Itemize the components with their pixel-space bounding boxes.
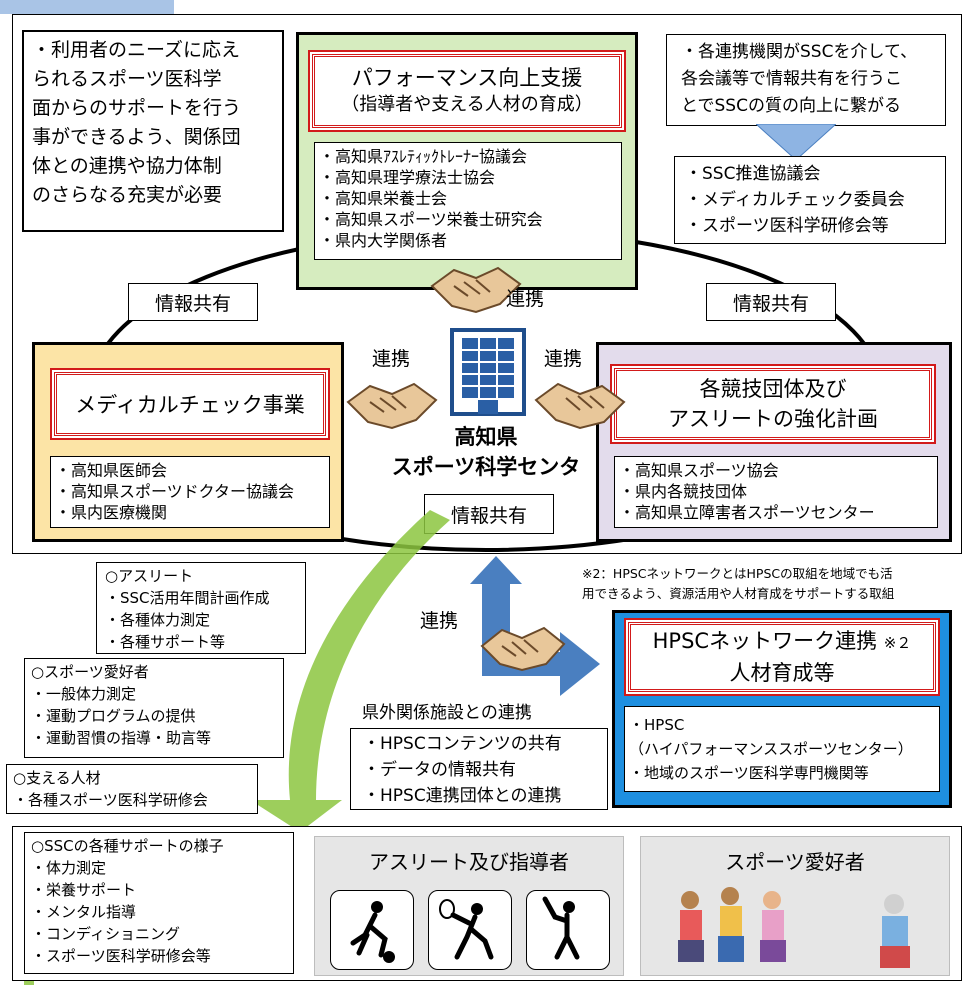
link-lower-label: 連携 <box>420 610 459 632</box>
performance-title: パフォーマンス向上支援 <box>351 66 583 90</box>
intro-line: 体との連携や協力体制 <box>32 155 222 177</box>
medical-title: メディカルチェック事業 <box>50 368 330 440</box>
member-item: ・県内医療機関 <box>55 503 168 522</box>
support-item: ○アスリート <box>105 567 194 585</box>
support-item: ・運動プログラムの提供 <box>31 707 196 725</box>
support-item: ・コンディショニング <box>31 925 180 943</box>
intro-line: 事ができるよう、関係団 <box>32 126 241 148</box>
intro-box: ・利用者のニーズに応え られるスポーツ医科学 面からのサポートを行う 事ができる… <box>22 30 284 232</box>
ssc-note-box: ・各連携機関がSSCを介して、 各会議等で情報共有を行うこ とでSSCの質の向上… <box>666 34 946 126</box>
handshake-icon <box>346 382 438 430</box>
member-item: ・高知県栄養士会 <box>319 189 448 208</box>
intro-line: のさらなる充実が必要 <box>32 184 223 206</box>
support-item: ・栄養サポート <box>31 881 137 899</box>
exercise-group-icon <box>678 887 786 962</box>
external-item: ・HPSCコンテンツの共有 <box>363 734 562 754</box>
member-item: ・高知県理学療法士協会 <box>319 168 496 187</box>
link-right-label: 連携 <box>544 348 583 370</box>
meetings-box: ・SSC推進協議会 ・メディカルチェック委員会 ・スポーツ医科学研修会等 <box>674 156 946 244</box>
support-item: ○支える人材 <box>13 769 101 787</box>
center-name: 高知県 スポーツ科学センター <box>386 422 586 512</box>
fan-support-box: ○スポーツ愛好者 ・一般体力測定 ・運動プログラムの提供 ・運動習慣の指導・助言… <box>24 658 284 758</box>
member-item: ・県内各競技団体 <box>619 482 748 501</box>
center-name-line: 高知県 <box>454 425 518 449</box>
member-item: ・高知県ｱｽﾚﾃｨｯｸﾄﾚｰﾅｰ協議会 <box>319 147 528 166</box>
fans-card-title: スポーツ愛好者 <box>725 850 865 874</box>
meeting-item: ・SSC推進協議会 <box>685 164 821 184</box>
hpsc-title-box: HPSCネットワーク連携 ※２ 人材育成等 <box>624 618 940 696</box>
hpsc-title-line: 人材育成等 <box>729 661 835 685</box>
note-line: ※2：HPSCネットワークとはHPSCの取組を地域でも活 <box>582 566 893 581</box>
member-item: ・高知県スポーツ協会 <box>619 461 779 480</box>
member-item: ・高知県医師会 <box>55 461 168 480</box>
external-items: ・HPSCコンテンツの共有 ・データの情報共有 ・HPSC連携団体との連携 <box>350 728 608 810</box>
handshake-icon <box>534 382 626 430</box>
member-item: ・高知県立障害者スポーツセンター <box>619 503 875 522</box>
support-item: ・一般体力測定 <box>31 685 137 703</box>
external-item: ・HPSC連携団体との連携 <box>363 786 562 806</box>
note-line: とでSSCの質の向上に繋がる <box>681 96 901 116</box>
performance-title-box: パフォーマンス向上支援 （指導者や支える人材の育成） <box>308 50 626 132</box>
handshake-icon <box>430 266 522 314</box>
support-item: ・メンタル指導 <box>31 903 137 921</box>
note-line: 用できるよう、資源活用や人材育成をサポートする取組 <box>582 586 895 601</box>
external-heading: 県外関係施設との連携 <box>362 703 532 723</box>
member-item: ・県内大学関係者 <box>319 231 448 250</box>
hpsc-items: ・HPSC （ハイパフォーマンススポーツセンター） ・地域のスポーツ医科学専門機… <box>624 706 940 792</box>
support-item: ・各種体力測定 <box>105 611 211 629</box>
elderly-jogger-icon <box>880 894 910 968</box>
external-item: ・データの情報共有 <box>363 760 516 780</box>
hpsc-item: ・HPSC <box>629 716 685 734</box>
support-item: ・体力測定 <box>31 859 107 877</box>
intro-line: 面からのサポートを行う <box>32 97 242 119</box>
tennis-player-icon <box>428 890 512 970</box>
hpsc-note: ※2：HPSCネットワークとはHPSCの取組を地域でも活 用できるよう、資源活用… <box>582 564 962 604</box>
note-pointer-icon <box>756 124 836 161</box>
teams-title-line: アスリートの強化計画 <box>668 407 878 431</box>
support-item: ・各種サポート等 <box>105 633 226 651</box>
hpsc-title-mark: ※２ <box>883 634 912 652</box>
meeting-item: ・メディカルチェック委員会 <box>685 190 905 210</box>
baseball-batter-icon <box>526 890 610 970</box>
note-line: ・各連携機関がSSCを介して、 <box>681 42 918 62</box>
medical-members: ・高知県医師会 ・高知県スポーツドクター協議会 ・県内医療機関 <box>50 456 330 528</box>
handshake-icon <box>480 626 566 672</box>
link-top-label: 連携 <box>506 288 545 310</box>
hpsc-title-text: HPSCネットワーク連携 <box>652 629 878 653</box>
human-support-box: ○支える人材 ・各種スポーツ医科学研修会 <box>6 764 258 814</box>
hpsc-item: ・地域のスポーツ医科学専門機関等 <box>629 764 869 782</box>
teams-members: ・高知県スポーツ協会 ・県内各競技団体 ・高知県立障害者スポーツセンター <box>614 456 938 528</box>
teams-title-box: 各競技団体及び アスリートの強化計画 <box>610 364 936 444</box>
info-share-left: 情報共有 <box>128 283 258 321</box>
note-line: 各会議等で情報共有を行うこ <box>681 69 902 89</box>
performance-subtitle: （指導者や支える人材の育成） <box>341 94 593 115</box>
building-icon <box>450 328 526 416</box>
performance-members: ・高知県ｱｽﾚﾃｨｯｸﾄﾚｰﾅｰ協議会 ・高知県理学療法士協会 ・高知県栄養士会… <box>314 142 622 260</box>
info-share-bottom: 情報共有 <box>424 494 554 534</box>
title-bar <box>0 0 174 14</box>
member-item: ・高知県スポーツドクター協議会 <box>55 482 295 501</box>
support-item: ・スポーツ医科学研修会等 <box>31 947 211 965</box>
intro-line: られるスポーツ医科学 <box>32 68 222 90</box>
support-item: ・各種スポーツ医科学研修会 <box>13 791 208 809</box>
member-item: ・高知県スポーツ栄養士研究会 <box>319 210 543 229</box>
athlete-support-box: ○アスリート ・SSC活用年間計画作成 ・各種体力測定 ・各種サポート等 <box>96 562 306 654</box>
support-item: ○スポーツ愛好者 <box>31 663 149 681</box>
support-item: ・運動習慣の指導・助言等 <box>31 729 212 747</box>
info-share-right: 情報共有 <box>706 283 836 321</box>
intro-line: ・利用者のニーズに応え <box>32 39 241 61</box>
ssc-support-box: ○SSCの各種サポートの様子 ・体力測定 ・栄養サポート ・メンタル指導 ・コン… <box>24 832 294 974</box>
athletes-card-title: アスリート及び指導者 <box>369 850 569 874</box>
support-item: ・SSC活用年間計画作成 <box>105 589 270 607</box>
soccer-player-icon <box>330 890 414 970</box>
link-left-label: 連携 <box>372 348 411 370</box>
hpsc-title-line: HPSCネットワーク連携 ※２ <box>653 626 912 658</box>
support-item: ○SSCの各種サポートの様子 <box>31 837 224 855</box>
hpsc-item: （ハイパフォーマンススポーツセンター） <box>629 740 913 758</box>
meeting-item: ・スポーツ医科学研修会等 <box>685 216 889 236</box>
teams-title-line: 各競技団体及び <box>699 377 847 401</box>
